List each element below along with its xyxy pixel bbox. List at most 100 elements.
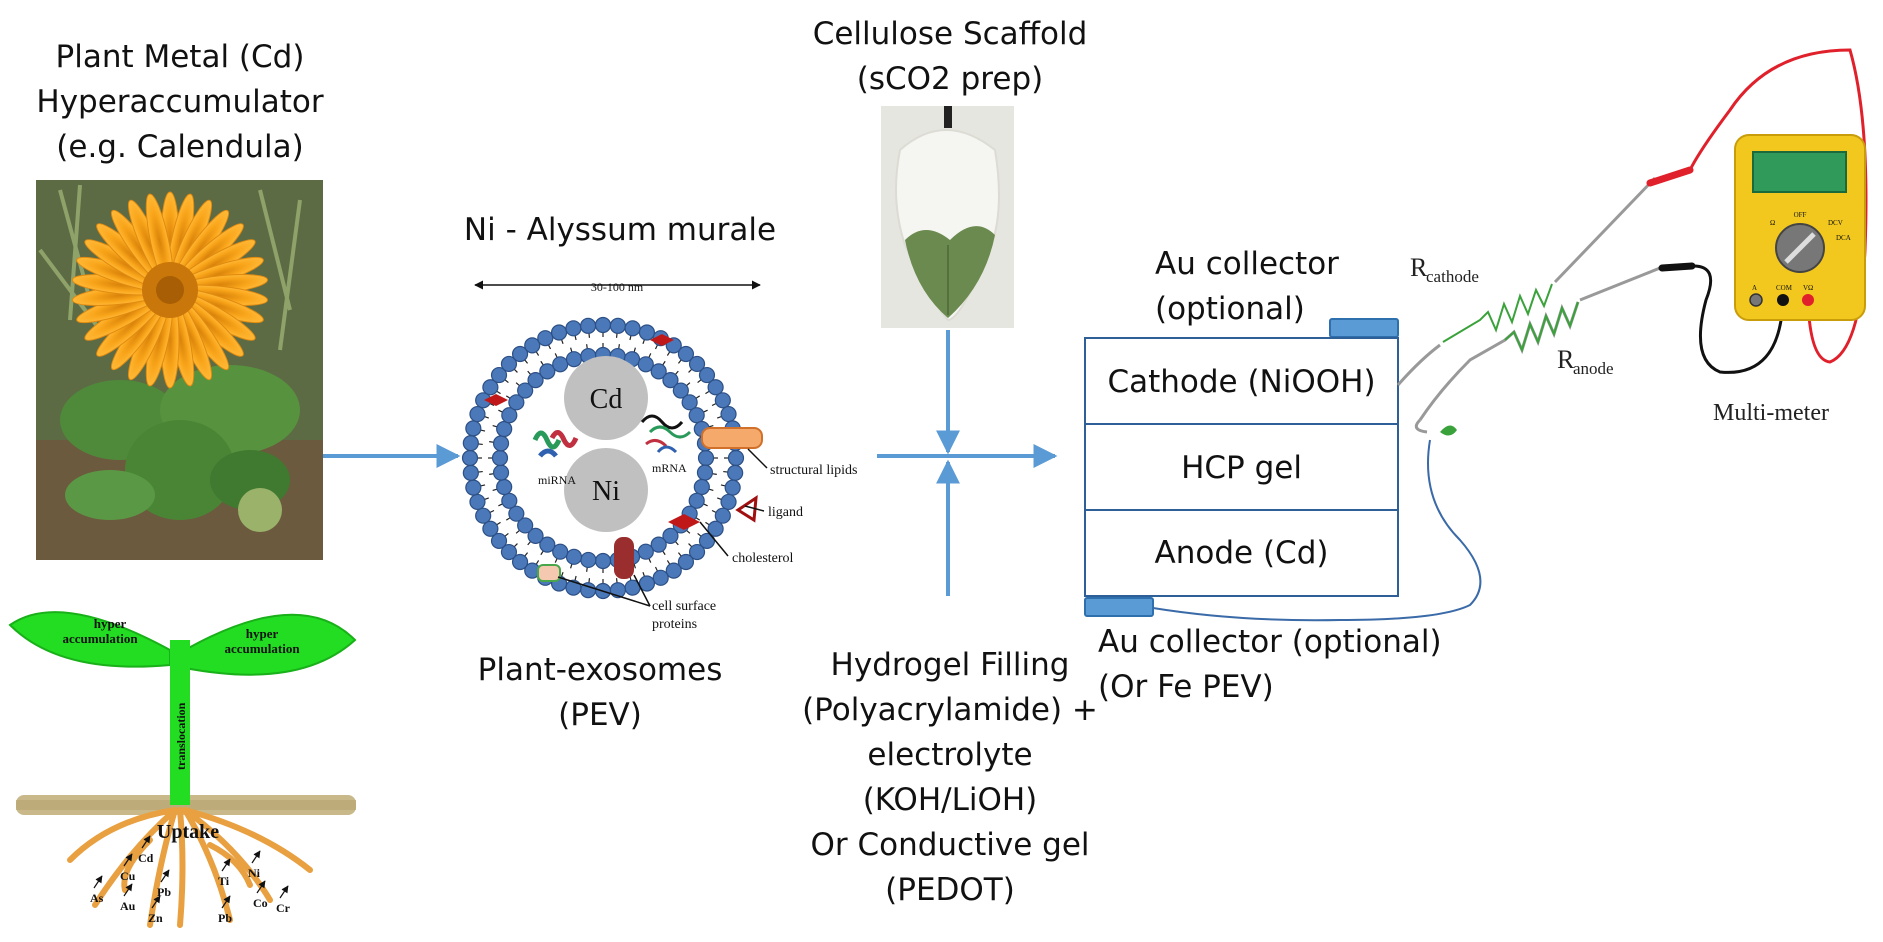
cargo-cd-label: Cd [590,384,623,415]
lipid-head [492,435,510,452]
top-collector-line-2: (optional) [1155,291,1305,327]
jack-v [1802,294,1814,306]
leaf-right-label-2: accumulation [224,641,300,656]
jack-com [1777,294,1789,306]
lipid-head [508,394,525,411]
r-cathode-sub: cathode [1426,267,1479,286]
svg-text:Ω: Ω [1770,219,1775,227]
scaffold-title-line-1: Cellulose Scaffold [812,16,1088,52]
lipid-head [638,324,656,341]
cholesterol-marker [668,514,700,530]
lipid-head [724,479,741,496]
lipid-head [465,420,482,437]
plant-title-line-3: (e.g. Calendula) [56,129,304,165]
svg-text:A: A [1752,284,1757,292]
lipid-head [539,536,556,553]
lipid-head [637,543,654,560]
lipid-head [490,532,508,550]
hydrogel-line-2: (Polyacrylamide) + [802,692,1098,728]
circuit [1152,48,1868,622]
surface-protein-green [537,564,561,582]
roots [67,807,313,928]
lipid-head [698,366,716,384]
leaf-left-label-2: accumulation [62,631,138,646]
lipid-head [688,355,706,373]
lipid-head [707,520,724,537]
lipid-head [482,379,499,396]
top-collector-label: Au collector (optional) [1155,242,1339,332]
metal-label: As [90,891,104,905]
exosome-title: Ni - Alyssum murale [463,212,777,248]
bottom-collector-line-2: (Or Fe PEV) [1098,669,1274,705]
bottom-collector-line-1: Au collector (optional) [1098,624,1442,660]
leaf-right [184,613,357,676]
lipid-head [500,355,518,373]
svg-text:OFF: OFF [1794,211,1807,219]
ligand-label: ligand [768,505,803,520]
lipid-head [511,553,529,571]
mrna-label: mRNA [652,461,687,475]
hydrogel-text: Hydrogel Filling (Polyacrylamide) + elec… [790,643,1110,913]
cell-surface-label-1: cell surface [652,599,716,614]
lipid-head [688,543,706,561]
lipid-head [511,345,529,363]
plant-title: Plant Metal (Cd) Hyperaccumulator (e.g. … [20,35,340,170]
uptake-arrow [221,858,231,872]
stem-label: translocation [174,702,188,770]
lipid-head [580,551,597,569]
size-label: 30-100 nm [591,280,644,294]
lipid-head [496,478,513,496]
plant-title-line-2: Hyperaccumulator [36,84,324,120]
probe-black [1658,262,1696,272]
lead-red [1688,48,1868,364]
cargo-cd [564,356,648,440]
lipid-head [482,520,499,537]
top-collector-line-1: Au collector [1155,246,1339,282]
r-anode-sub: anode [1573,359,1614,378]
multimeter-label: Multi-meter [1713,400,1829,426]
svg-text:COM: COM [1776,284,1793,292]
lipid-head [677,345,695,363]
lipid-head [552,356,569,373]
structural-lipids-label: structural lipids [770,463,858,478]
leaf-left [8,611,171,668]
gel-layer: HCP gel [1181,450,1302,486]
lipid-head [727,449,745,467]
svg-text:DCV: DCV [1828,219,1843,227]
lipid-head [524,337,541,354]
metal-label: Cr [276,901,291,915]
scaffold-title: Cellulose Scaffold (sCO2 prep) [790,12,1110,102]
lipid-head [720,405,737,423]
plant-diagram: hyper accumulation hyper accumulation tr… [8,611,357,928]
lipid-head [697,449,715,467]
lipid-head [677,553,695,571]
svg-text:VΩ: VΩ [1803,284,1813,292]
cellulose-scaffold-photo [881,106,1014,328]
metal-label: Pb [218,911,232,925]
exosome-caption-line-1: Plant-exosomes [477,652,723,688]
cathode-layer: Cathode (NiOOH) [1107,364,1376,400]
lipid-head [650,363,667,380]
lipid-head [517,382,534,399]
leaf-right-label-1: hyper [246,626,279,641]
lipid-head [698,532,716,550]
exosome-caption: Plant-exosomes (PEV) [440,648,760,738]
cell-surface-label-2: proteins [652,617,697,632]
lipid-head [469,405,486,423]
lipid-head [475,507,492,524]
uptake-arrow [141,835,151,849]
lipid-head [594,552,612,570]
lipid-head [580,317,597,334]
top-collector-tab [1329,318,1399,338]
cargo-ni-label: Ni [592,476,620,507]
surface-protein-red [614,537,634,579]
metal-label: Ni [248,866,261,880]
lipid-head [461,449,479,467]
cell-frame [1084,337,1399,597]
r-cathode-label: R [1410,253,1428,282]
uptake-arrow [251,850,261,864]
lipid-head [720,493,737,511]
lipid-head [565,351,583,368]
